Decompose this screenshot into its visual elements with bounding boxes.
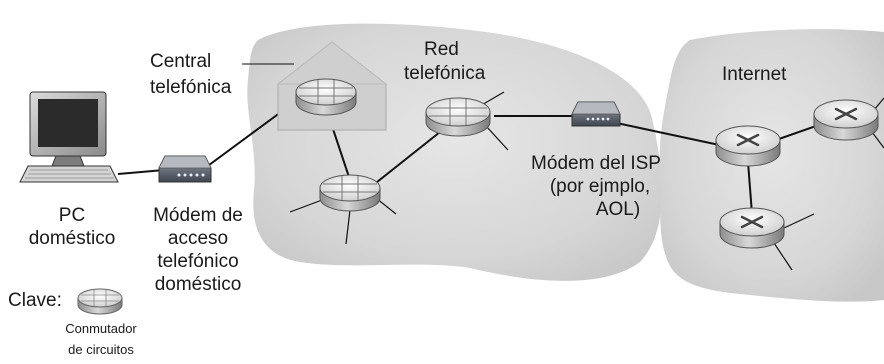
link-isp-modem-router	[611, 121, 725, 147]
modem-isp-label-line1: Módem del ISP	[531, 153, 661, 174]
circuit-switch-icon	[77, 288, 123, 315]
modem-isp-label-line3: AOL)	[596, 199, 640, 220]
stub-line	[771, 239, 793, 271]
router-top-right	[813, 99, 879, 141]
router-main	[715, 125, 781, 167]
modem-home-label-line1: Módem de	[153, 205, 243, 226]
modem-home-label-line4: doméstico	[155, 274, 242, 295]
stub-line	[871, 131, 884, 149]
stub-line	[345, 209, 351, 245]
stub-lines	[289, 91, 884, 271]
pc-label-line1: PC	[59, 205, 85, 226]
key-switch-label-line2: de circuitos	[68, 342, 134, 357]
internet-label: Internet	[722, 64, 787, 85]
key-label: Clave:	[8, 290, 62, 311]
router-bottom	[719, 207, 785, 249]
central-label-line1: Central	[150, 51, 211, 72]
central-label-line2: telefónica	[150, 77, 232, 98]
link-switch-bottom-switch-right	[371, 131, 441, 187]
modem-isp	[571, 101, 621, 127]
key-switch-label-line1: Conmutador	[65, 321, 137, 336]
computer-icon	[19, 91, 119, 183]
circuit-switch-bottom	[319, 174, 381, 212]
modem-isp-label-line2: (por ejmplo,	[550, 176, 650, 197]
stub-line	[783, 213, 815, 229]
internet-cloud	[659, 29, 884, 302]
red-label-line1: Red	[424, 39, 459, 60]
circuit-switch-right	[425, 97, 491, 137]
link-router-router-bottom	[747, 161, 753, 215]
link-pc-modem	[117, 169, 165, 175]
modem-home-label-line3: telefónico	[157, 251, 238, 272]
modem-home-label-line2: acceso	[168, 228, 228, 249]
pc-label-line2: doméstico	[29, 228, 116, 249]
red-label-line2: telefónica	[404, 63, 486, 84]
link-router-router-top	[775, 125, 817, 141]
stub-line	[289, 199, 323, 213]
modem-home	[158, 155, 212, 183]
stub-line	[485, 125, 509, 151]
circuit-switch-central	[295, 78, 357, 116]
